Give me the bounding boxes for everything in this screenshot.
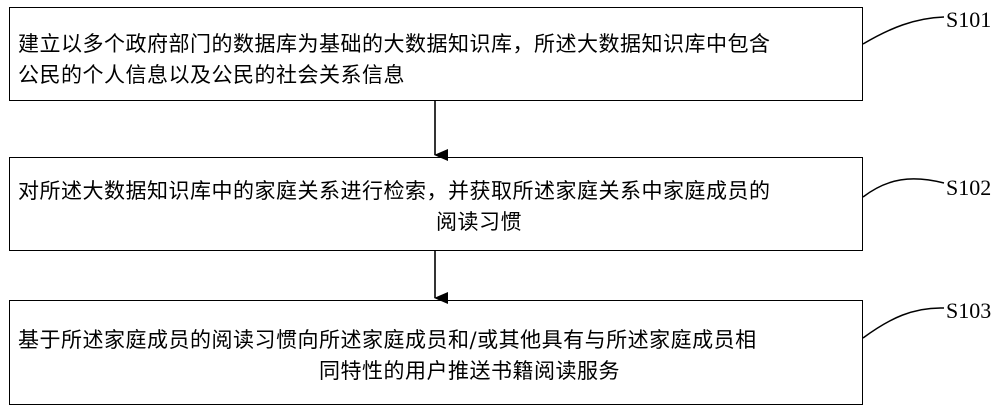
step-box-s102: 对所述大数据知识库中的家庭关系进行检索，并获取所述家庭关系中家庭成员的 阅读习惯 [9,157,863,251]
step-box-s103: 基于所述家庭成员的阅读习惯向所述家庭成员和/或其他具有与所述家庭成员相 同特性的… [9,300,863,405]
step-label-s102: S102 [946,177,991,199]
step-line: 对所述大数据知识库中的家庭关系进行检索，并获取所述家庭关系中家庭成员的 [18,176,852,207]
step-text-s103: 基于所述家庭成员的阅读习惯向所述家庭成员和/或其他具有与所述家庭成员相 同特性的… [18,325,852,387]
step-line: 同特性的用户推送书籍阅读服务 [18,356,852,387]
step-text-s102: 对所述大数据知识库中的家庭关系进行检索，并获取所述家庭关系中家庭成员的 阅读习惯 [18,176,852,238]
step-line: 基于所述家庭成员的阅读习惯向所述家庭成员和/或其他具有与所述家庭成员相 [18,325,852,356]
leader-curve-s102 [863,179,944,197]
step-line: 建立以多个政府部门的数据库为基础的大数据知识库，所述大数据知识库中包含 [18,29,852,60]
leader-curve-s103 [863,308,944,338]
step-line: 公民的个人信息以及公民的社会关系信息 [18,60,852,91]
leader-curve-s101 [863,17,944,44]
step-label-s101: S101 [946,9,991,31]
step-label-s103: S103 [946,300,991,322]
step-box-s101: 建立以多个政府部门的数据库为基础的大数据知识库，所述大数据知识库中包含 公民的个… [9,7,863,101]
step-line: 阅读习惯 [18,207,852,238]
step-text-s101: 建立以多个政府部门的数据库为基础的大数据知识库，所述大数据知识库中包含 公民的个… [18,29,852,91]
